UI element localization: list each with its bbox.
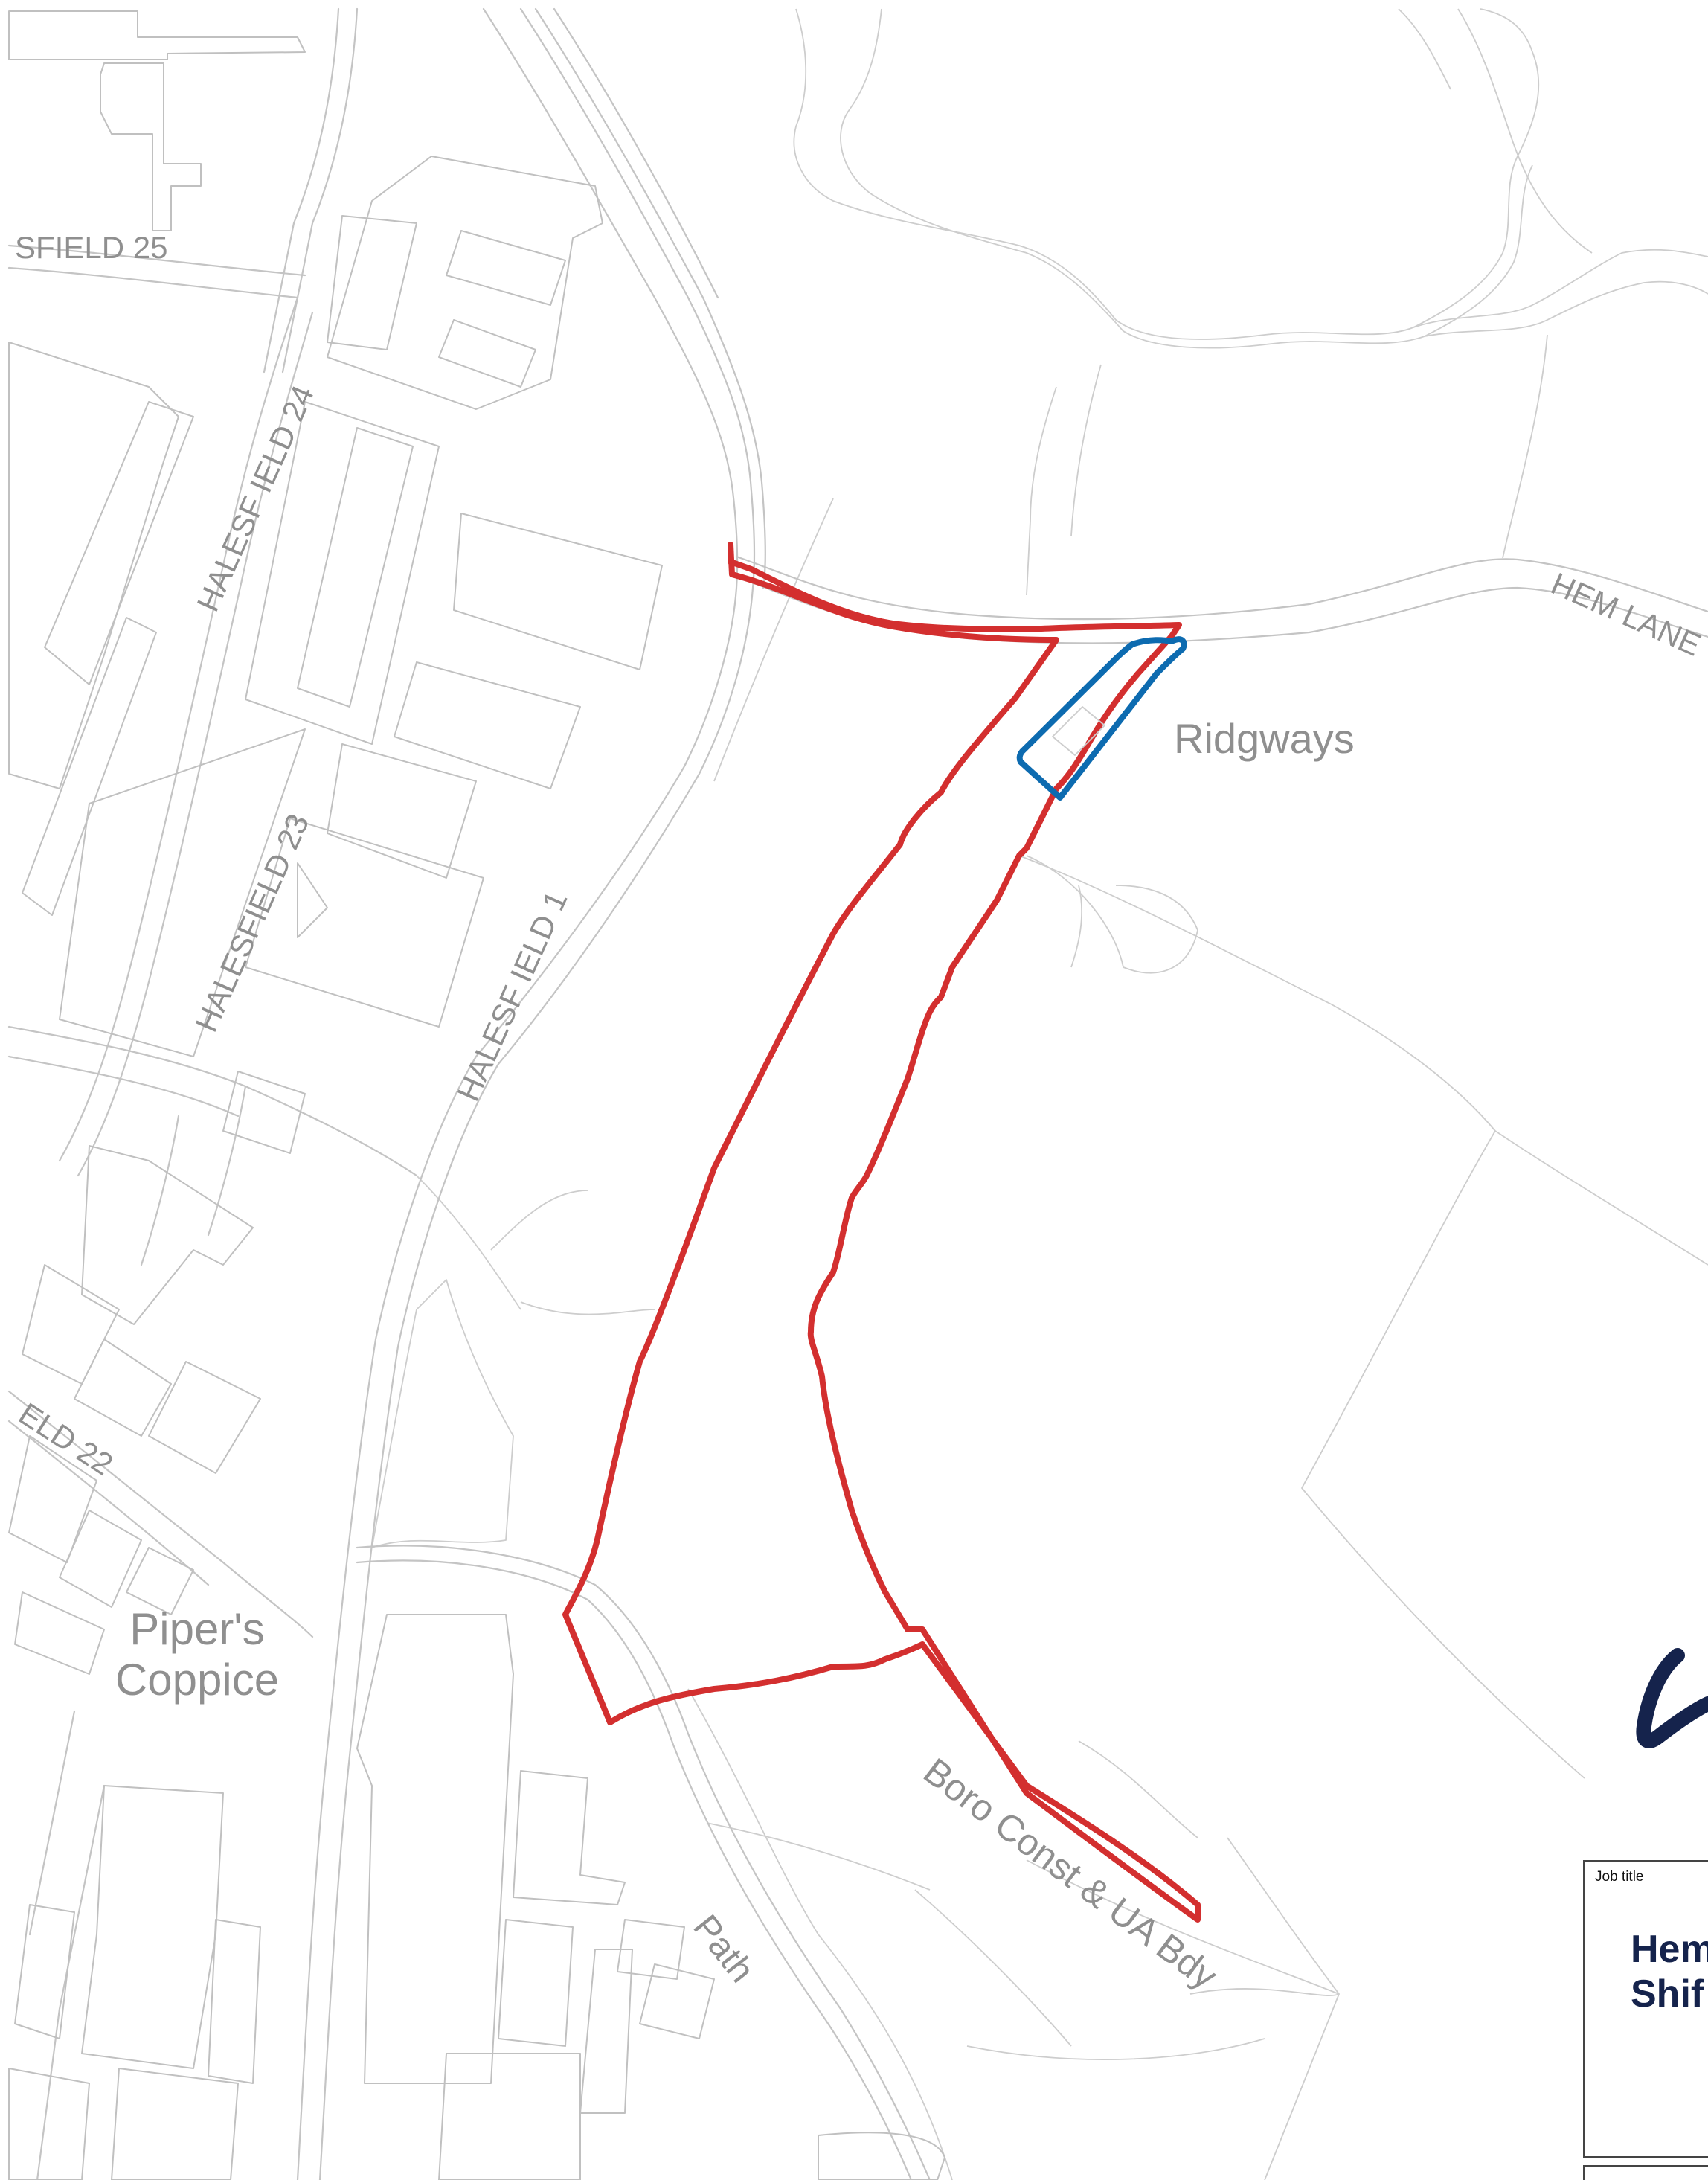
halesfield-25-label: SFIELD 25 [15,230,167,265]
pipers-coppice-label-line1: Piper's [129,1604,265,1654]
halesfield-23-label: HALESFIELD 23 [188,809,315,1037]
path-label: Path [685,1908,762,1990]
job-title: Hem Shif [1631,1927,1708,2016]
field-boundaries [371,334,1708,2180]
ownership-boundary [1016,636,1187,801]
borough-boundary-label: Boro Const & UA Bdy [916,1750,1224,1997]
title-block: Job title Hem Shif [1583,1860,1708,2158]
halesfield-24-label: HALESF IELD 24 [190,380,321,617]
job-title-label: Job title [1595,1869,1644,1885]
building-footprints [8,10,946,2180]
pipers-coppice-label-line2: Coppice [115,1655,279,1705]
job-title-line-1: Hem [1631,1928,1708,1971]
ridgways-label: Ridgways [1174,715,1355,762]
job-title-line-2: Shif [1631,1972,1704,2016]
river-banks [793,8,1708,349]
hem-lane-label: HEM LANE [1546,565,1706,662]
title-block-footer [1583,2165,1708,2180]
site-boundary [562,542,1201,1923]
halesfield-1-label: HALESF IELD 1 [450,885,574,1106]
main-road [296,7,766,2180]
side-roads [7,7,931,2180]
brand-logo-icon [1636,1648,1708,1748]
